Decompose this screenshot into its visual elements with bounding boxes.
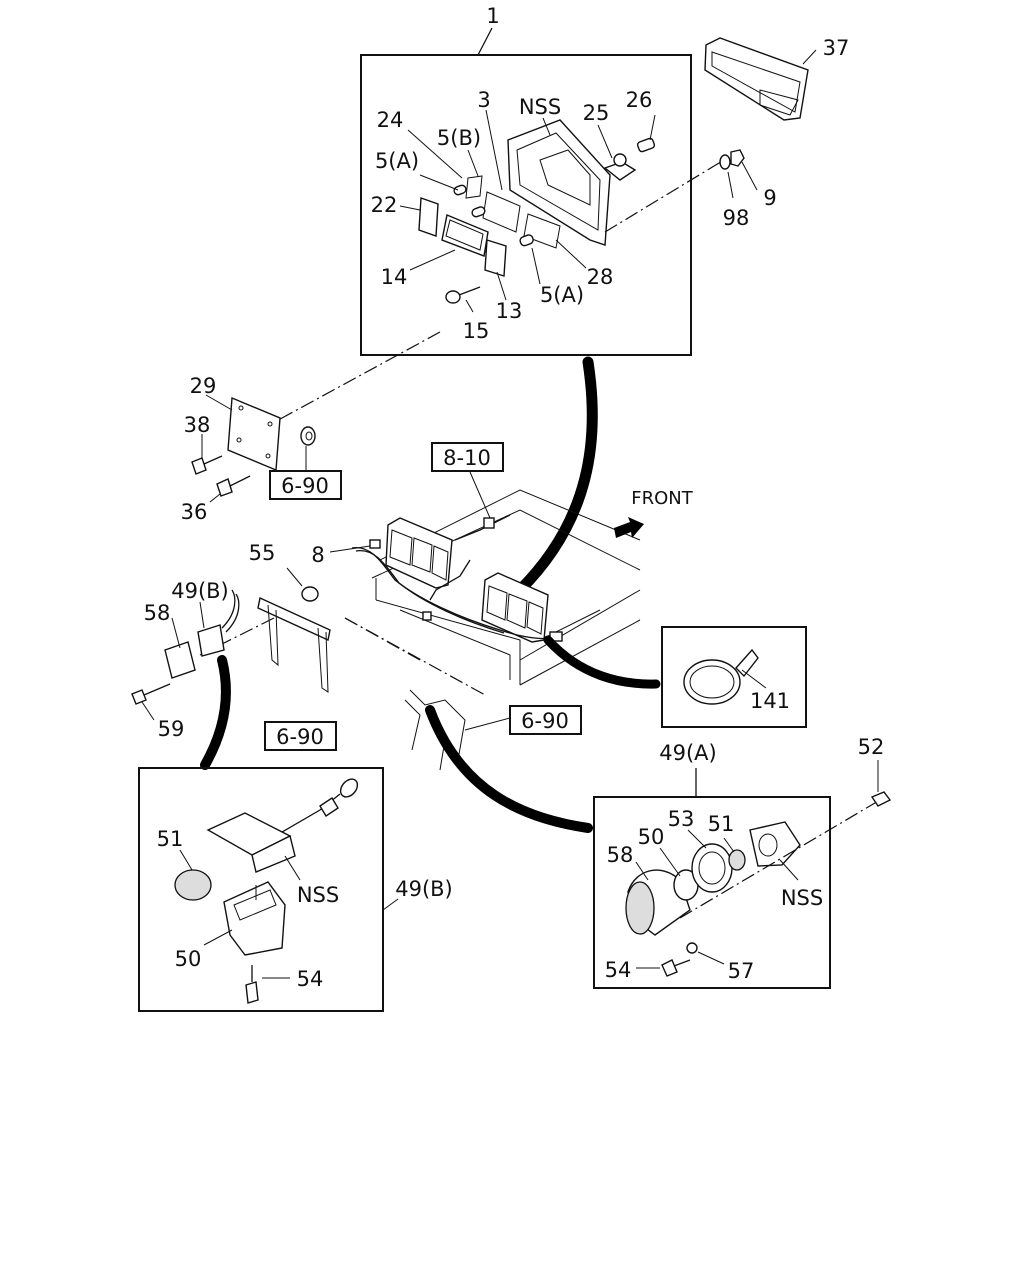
callout-59: 59 (158, 717, 185, 741)
callout-49a: 49(A) (659, 741, 716, 765)
callout-50-left: 50 (175, 947, 202, 971)
callout-37: 37 (823, 36, 850, 60)
reference-box-6-90-a[interactable]: 6-90 (269, 470, 342, 500)
detail-box-lamp-assembly (360, 27, 725, 356)
callout-5b: 5(B) (437, 126, 481, 150)
callout-98: 98 (723, 206, 750, 230)
callout-38: 38 (184, 413, 211, 437)
callout-51-right: 51 (708, 812, 735, 836)
callout-13: 13 (496, 299, 523, 323)
callout-nss-right: NSS (781, 886, 823, 910)
callout-5a-bottom: 5(A) (540, 283, 584, 307)
callout-52: 52 (858, 735, 885, 759)
callout-9: 9 (763, 186, 776, 210)
callout-22: 22 (371, 193, 398, 217)
callout-51-left: 51 (157, 827, 184, 851)
callout-labels: 1 37 3 NSS 25 26 24 5(B) 5(A) 22 9 98 14… (144, 4, 885, 991)
callout-53: 53 (668, 807, 695, 831)
callout-nss-top: NSS (519, 95, 561, 119)
detail-box-lamp-49a (593, 760, 892, 989)
callout-49b-side: 49(B) (395, 877, 453, 901)
callout-55: 55 (249, 541, 276, 565)
callout-57: 57 (728, 959, 755, 983)
callout-36: 36 (181, 500, 208, 524)
callout-28: 28 (587, 265, 614, 289)
callout-15: 15 (463, 319, 490, 343)
callout-5a-top: 5(A) (375, 149, 419, 173)
detail-box-clip-141 (661, 626, 807, 728)
ref-6-90-c-label: 6-90 (521, 709, 569, 733)
callout-25: 25 (583, 101, 610, 125)
reference-box-6-90-c[interactable]: 6-90 (509, 705, 582, 735)
ref-8-10-label: 8-10 (443, 446, 491, 470)
frame-and-harness (329, 471, 641, 686)
callout-54-right: 54 (605, 958, 632, 982)
nut-and-washer (719, 149, 758, 199)
front-label: FRONT (631, 488, 693, 509)
callout-nss-left: NSS (297, 883, 339, 907)
callout-54-left: 54 (297, 967, 324, 991)
callout-58-left: 58 (144, 601, 171, 625)
callout-24: 24 (377, 108, 404, 132)
ref-6-90-b-label: 6-90 (276, 725, 324, 749)
callout-8: 8 (311, 543, 324, 567)
part-37-cover (704, 37, 817, 121)
front-direction-arrow-icon (614, 517, 644, 538)
detail-box-lamp-49b (138, 767, 399, 1012)
license-lamp-49b-assembled (131, 589, 240, 721)
callout-49b-top: 49(B) (171, 579, 229, 603)
callout-50-right: 50 (638, 825, 665, 849)
callout-141: 141 (750, 689, 790, 713)
ref-6-90-a-label: 6-90 (281, 474, 329, 498)
callout-3: 3 (477, 88, 490, 112)
callout-26: 26 (626, 88, 653, 112)
callout-1: 1 (486, 4, 499, 28)
reference-box-8-10[interactable]: 8-10 (431, 442, 504, 472)
callout-58-right: 58 (607, 843, 634, 867)
callout-14: 14 (381, 265, 408, 289)
bracket-group-55 (199, 567, 486, 696)
reference-box-6-90-b[interactable]: 6-90 (264, 721, 337, 751)
callout-29: 29 (190, 374, 217, 398)
